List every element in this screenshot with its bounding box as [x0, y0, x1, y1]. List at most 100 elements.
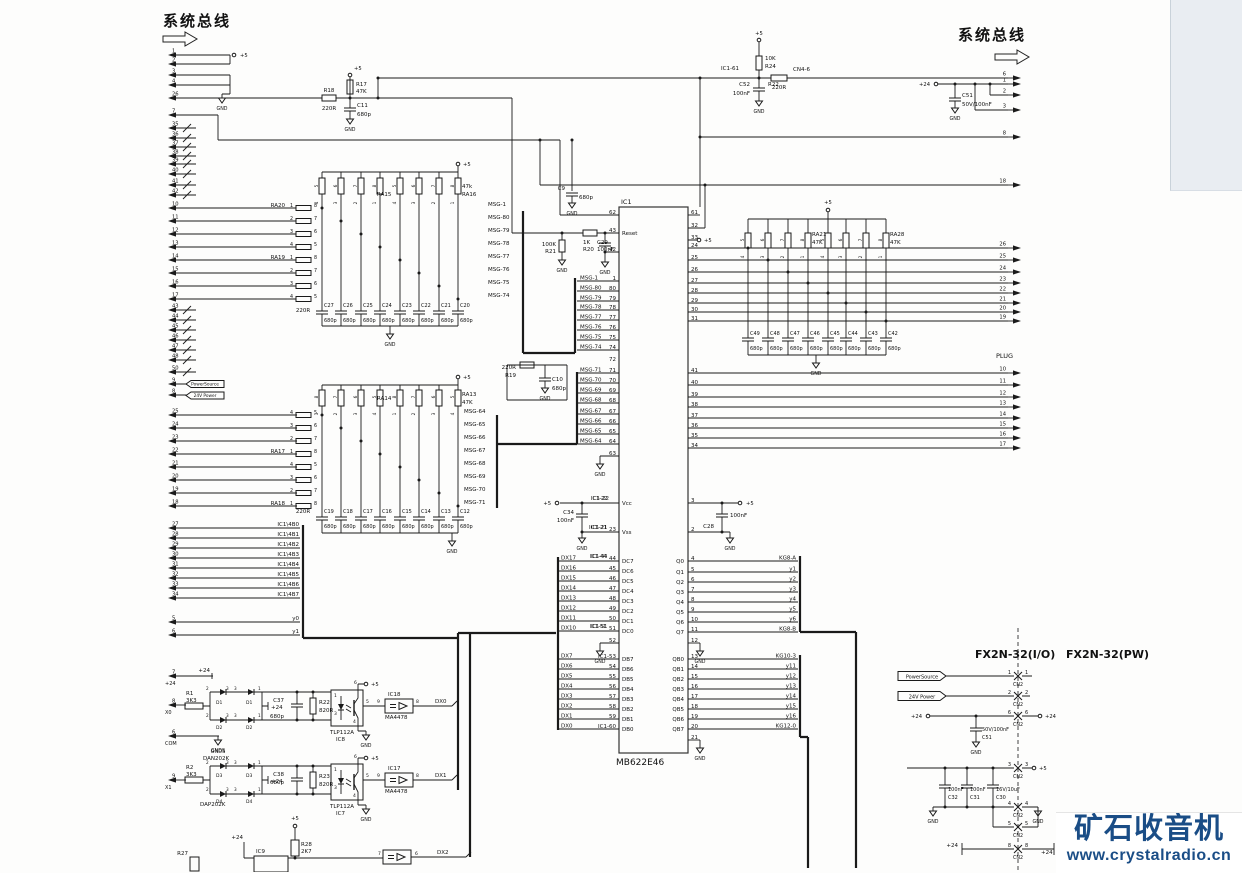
label: MSG-77 [488, 254, 510, 260]
label: 8 [392, 395, 398, 398]
connector-arrow-left-icon [168, 337, 176, 343]
label: 3 [333, 201, 339, 204]
connector-arrow-left-icon [168, 307, 176, 313]
label: IC9 [256, 849, 265, 855]
label: 14 [691, 664, 698, 670]
label: 1K [583, 240, 590, 246]
capacitor [970, 727, 982, 732]
label: MSG-80 [488, 215, 510, 221]
label: 19 [172, 487, 179, 493]
label: DX11 [561, 616, 576, 622]
label: IC1-21 [589, 525, 607, 531]
label: 1 [392, 412, 398, 415]
label: 66 [609, 419, 616, 425]
label: C43 [868, 331, 878, 337]
connector-arrow-right-icon [1013, 415, 1021, 421]
label: GNDS [211, 749, 226, 755]
label: 100nF [948, 787, 964, 793]
label: C18 [343, 509, 353, 515]
label: 3 [1025, 762, 1028, 768]
label: GND [385, 342, 396, 348]
label: 4 [290, 242, 293, 248]
label: CN2 [1013, 682, 1023, 688]
label: y5 [789, 607, 796, 613]
label: 7 [780, 238, 786, 241]
label: D2 [216, 725, 222, 731]
label: GND [577, 546, 588, 552]
label: DC3 [622, 599, 634, 605]
label: MSG-64 [580, 439, 602, 445]
label: 10K [765, 56, 776, 62]
label: 4 [290, 294, 293, 300]
label: 7 [411, 395, 417, 398]
label: QB0 [672, 657, 684, 663]
connector-arrow-left-icon [168, 182, 176, 188]
label: +5 [240, 53, 248, 59]
connector-arrow-left-icon [168, 595, 176, 601]
label: 3 [760, 255, 766, 258]
label: 40 [691, 380, 698, 386]
label: +24 [165, 681, 176, 687]
junction-dot [746, 246, 750, 250]
label: +24 [911, 714, 923, 720]
label: MSG-1 [488, 202, 506, 208]
label: 3 [691, 498, 695, 504]
label: +24 [1045, 714, 1057, 720]
label: 5 [314, 462, 317, 468]
watermark: 矿石收音机 www.crystalradio.cn [1056, 812, 1242, 873]
label: 4 [372, 412, 378, 415]
ground-icon [811, 362, 821, 369]
label: 2 [411, 412, 417, 415]
label: 2 [206, 787, 209, 792]
label: 77 [609, 315, 616, 321]
label: RA20 [271, 203, 286, 209]
label: DX2 [437, 850, 449, 856]
resistor [189, 856, 200, 872]
label: Q2 [676, 580, 684, 586]
connector-arrow-left-icon [168, 535, 176, 541]
label: 17 [172, 293, 179, 299]
connector-arrow-right-icon [1013, 245, 1021, 251]
label: 6 [1008, 710, 1011, 716]
capacitor [452, 310, 464, 315]
label: DX1 [435, 773, 447, 779]
label: 1 [450, 201, 456, 204]
connector-arrow-left-icon [168, 733, 176, 739]
label: 680p [324, 524, 337, 530]
label: PowerSource [191, 382, 219, 388]
label: 23 [999, 277, 1006, 283]
label: GND [361, 743, 372, 749]
label: +24 [198, 668, 210, 674]
bus-arrow-left-icon [162, 31, 198, 47]
label: 100nF [970, 787, 986, 793]
label: 26 [172, 92, 179, 98]
label: 6 [354, 680, 357, 686]
label: 2 [1003, 89, 1006, 95]
label: RA18 [271, 501, 286, 507]
label: MSG-79 [488, 228, 510, 234]
ground-icon [595, 650, 605, 657]
label: 3 [334, 785, 337, 791]
label: IC1-60 [598, 724, 616, 730]
label: 3 [226, 686, 229, 691]
label: 12 [999, 391, 1006, 397]
label: 32 [691, 223, 698, 229]
junction-dot [339, 219, 343, 223]
resistor [309, 697, 317, 715]
label: 24V Power [909, 695, 936, 701]
label: 1 [258, 760, 261, 765]
junction-dot [864, 310, 868, 314]
label: 2 [172, 58, 175, 64]
power-tap-icon [363, 681, 369, 687]
junction-dot [826, 291, 830, 295]
label: IC1\4B3 [277, 552, 299, 558]
connector-arrow-left-icon [168, 61, 176, 67]
label: KG10-3 [776, 654, 797, 660]
label: 1 [258, 713, 261, 718]
label: 19 [999, 315, 1006, 321]
label: 7 [314, 268, 317, 274]
label: DX17 [561, 556, 577, 562]
label: 8 [416, 773, 419, 779]
label: 46 [172, 334, 179, 340]
wire [338, 709, 344, 720]
